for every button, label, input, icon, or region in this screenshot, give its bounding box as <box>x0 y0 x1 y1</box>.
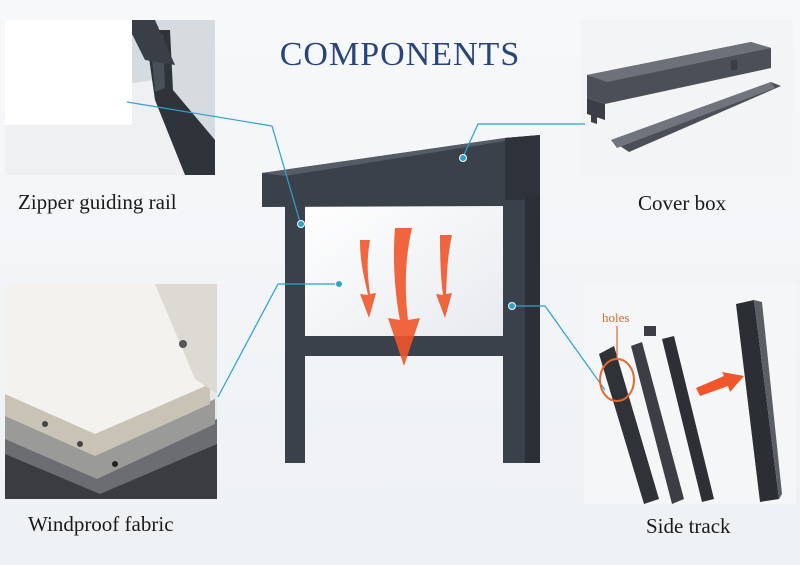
marker-side-track <box>508 302 516 310</box>
marker-fabric <box>335 280 343 288</box>
caption-side-track: Side track <box>646 514 731 538</box>
down-arrows <box>360 228 452 366</box>
leader-side-track <box>512 305 606 391</box>
leader-fabric <box>217 283 339 398</box>
cover-box-photo <box>581 20 793 175</box>
caption-cover-box: Cover box <box>638 191 727 215</box>
photo-white-overlay <box>5 20 132 125</box>
marker-zipper-rail <box>297 220 305 228</box>
marker-cover-box <box>459 154 467 162</box>
caption-windproof-fabric: Windproof fabric <box>28 512 174 536</box>
zipper-guiding-rail-photo <box>5 20 215 175</box>
left-post <box>285 206 305 463</box>
holes-label: holes <box>602 310 629 325</box>
caption-zipper-guiding-rail: Zipper guiding rail <box>18 190 177 214</box>
leader-lines <box>126 101 606 398</box>
cover-box-shape <box>262 135 540 207</box>
leader-zipper-rail <box>126 101 301 223</box>
page-title: COMPONENTS <box>279 36 521 73</box>
windproof-fabric-photo <box>5 284 217 499</box>
holes-callout-ring <box>599 358 635 402</box>
right-post <box>503 200 525 463</box>
leader-cover-box <box>462 123 585 158</box>
side-track-photo <box>584 284 796 504</box>
